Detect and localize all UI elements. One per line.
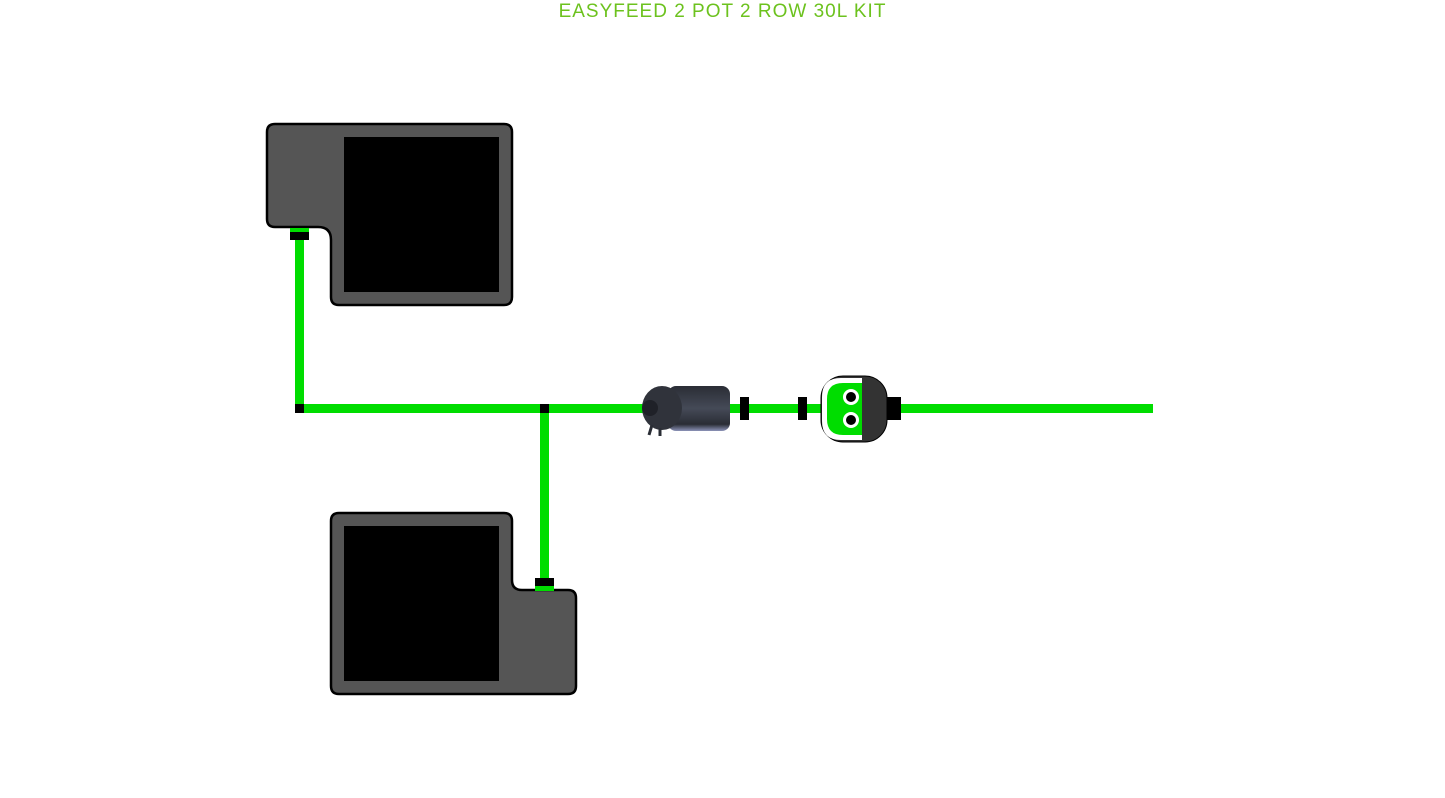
pipe-vertical-top bbox=[295, 236, 304, 413]
elbow-joint bbox=[295, 404, 304, 413]
pot-top-inner bbox=[344, 137, 499, 292]
pot-top-connector bbox=[290, 228, 309, 233]
pot-bottom-connector bbox=[535, 586, 554, 591]
pot-top bbox=[265, 122, 514, 307]
diagram-title: EASYFEED 2 POT 2 ROW 30L KIT bbox=[558, 1, 887, 22]
pot-bottom-inner bbox=[344, 526, 499, 681]
filter bbox=[642, 386, 749, 436]
timer-valve bbox=[798, 375, 901, 443]
pot-bottom bbox=[329, 511, 578, 696]
pot-bottom-connector-clip bbox=[535, 578, 554, 586]
pot-top-connector-clip bbox=[290, 232, 309, 240]
tee-joint bbox=[540, 404, 549, 413]
pipe-vertical-bottom bbox=[540, 404, 549, 590]
